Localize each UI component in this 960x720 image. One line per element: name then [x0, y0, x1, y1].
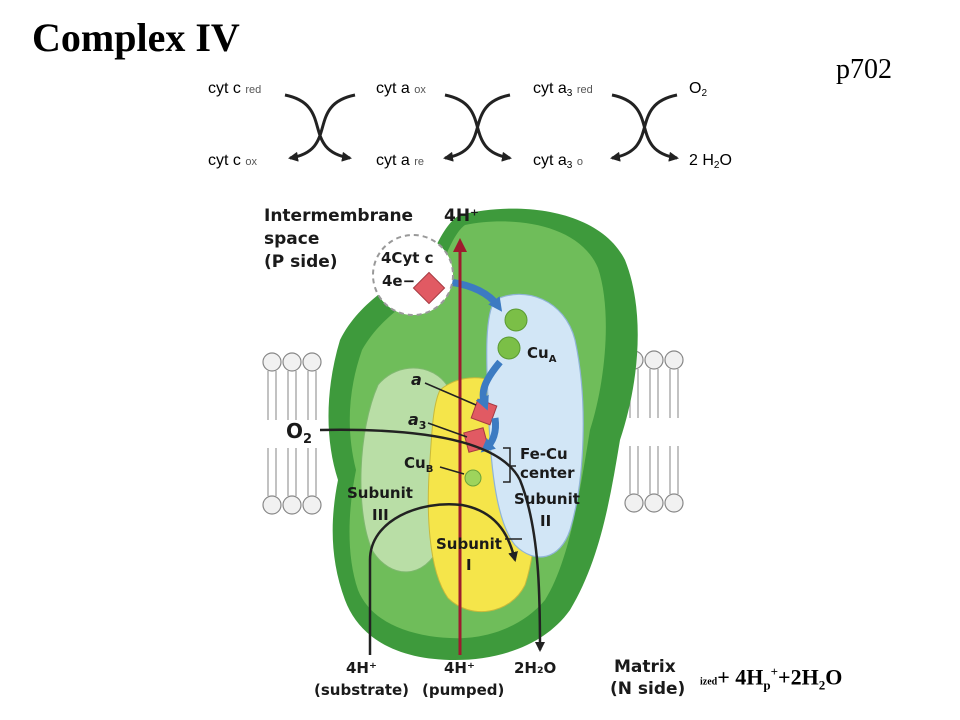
equation-fragment: ized	[700, 676, 718, 688]
cycle-top-1: cyt c red	[208, 80, 261, 98]
o2-path-arrow	[319, 428, 545, 652]
equation-part-1: + 4H	[717, 664, 764, 690]
cycle-top-3-base: cyt a	[533, 80, 567, 97]
electron-flow-arrow-mid	[475, 359, 503, 411]
cycle-bottom-2-state: re	[414, 156, 425, 168]
page-reference: p702	[836, 54, 892, 85]
cycle-top-3-sub: 3	[566, 88, 573, 99]
redox-cycle-arrows	[284, 93, 679, 162]
heme-a-label: a	[411, 370, 422, 389]
cycle-top-3-state: red	[576, 84, 593, 96]
subunit3-label-2: III	[372, 506, 389, 524]
heme-a3-label: a3	[408, 410, 426, 432]
cycle-top-4-base: O	[689, 80, 702, 97]
cycle-top-1-base: cyt c	[208, 80, 241, 97]
cycle-arrow-1b	[288, 93, 356, 162]
cytc-square	[412, 271, 446, 305]
cytc-label: 4Cyt c	[381, 249, 434, 267]
cu-a-subscript: A	[549, 354, 557, 365]
subunit-ii-shape	[486, 293, 584, 558]
subunit3-label-1: Subunit	[347, 484, 413, 502]
electrons-label: 4e−	[382, 272, 415, 290]
cycle-top-2-base: cyt a	[376, 80, 410, 97]
leader-lines	[424, 382, 522, 540]
cycle-bottom-2-base: cyt a	[376, 152, 410, 169]
heme-a3-subscript: 3	[419, 419, 427, 432]
subunit2-label-2: II	[540, 512, 551, 530]
cycle-bottom-4-base: 2 H	[689, 152, 714, 169]
cu-a-label: CuA	[527, 344, 557, 365]
fecu-label-1: Fe-Cu	[520, 445, 568, 463]
cycle-bottom-4-state: O	[719, 152, 732, 169]
cycle-bottom-1: cyt c ox	[208, 152, 257, 170]
substrate-proton-path	[368, 503, 518, 655]
matrix-label-1: Matrix	[614, 657, 676, 677]
bottom-label-pumped-note: (pumped)	[422, 681, 504, 699]
subunit1-label-2: I	[466, 556, 472, 574]
cu-a-sphere-1	[504, 308, 528, 332]
cycle-bottom-3-base: cyt a	[533, 152, 567, 169]
matrix-label-2: (N side)	[610, 679, 685, 699]
cycle-bottom-1-base: cyt c	[208, 152, 241, 169]
heme-a3-square	[463, 427, 489, 453]
o2-label: O2	[286, 419, 312, 447]
electron-flow-arrow-top	[449, 278, 503, 312]
cu-b-sphere	[464, 469, 482, 487]
intermembrane-label-3: (P side)	[264, 252, 338, 272]
cycle-bottom-2: cyt a re	[376, 152, 424, 170]
membrane-left	[262, 352, 322, 515]
subunit2-label-1: Subunit	[514, 490, 580, 508]
cycle-bottom-1-state: ox	[245, 156, 257, 168]
o2-subscript: 2	[303, 432, 312, 447]
cu-b-subscript: B	[426, 464, 434, 475]
cycle-arrow-2b	[444, 93, 512, 162]
cycle-top-2: cyt a ox	[376, 80, 426, 98]
equation-part-2: +2H	[778, 664, 819, 690]
cycle-top-4: O2	[689, 80, 707, 99]
subunit1-label-1: Subunit	[436, 535, 502, 553]
intermembrane-label-1: Intermembrane	[264, 206, 413, 226]
equation-part-3: O	[825, 664, 843, 690]
equation-sub-p: p	[763, 677, 771, 693]
cycle-bottom-3-state: o	[576, 156, 583, 168]
slide-title: Complex IV	[32, 15, 240, 60]
cycle-top-4-sub: 2	[701, 88, 708, 99]
cu-b-text: Cu	[404, 454, 426, 472]
fecu-label-2: center	[520, 464, 575, 482]
equation-sup-plus: +	[770, 664, 779, 679]
heme-a3-text: a	[408, 410, 419, 429]
cycle-bottom-4-sub: 2	[713, 160, 720, 171]
cu-a-sphere-2	[497, 336, 521, 360]
cycle-top-2-state: ox	[414, 84, 426, 96]
cycle-bottom-3: cyt a3 o	[533, 152, 583, 171]
cycle-arrow-3b	[610, 93, 678, 162]
bottom-label-water: 2H₂O	[514, 659, 556, 677]
cycle-top-1-state: red	[245, 84, 262, 96]
cu-b-label: CuB	[404, 454, 433, 475]
cycle-top-3: cyt a3 red	[533, 80, 593, 99]
electron-flow-arrow-low	[480, 417, 499, 453]
cu-a-centers	[497, 308, 528, 360]
cycle-bottom-3-sub: 3	[566, 160, 573, 171]
proton-top-label: 4H⁺	[444, 206, 479, 226]
bottom-label-pumped-main: 4H⁺	[444, 659, 475, 677]
cycle-bottom-4: 2 H2O	[689, 152, 732, 171]
o2-text: O	[286, 419, 303, 443]
bottom-label-substrate-main: 4H⁺	[346, 659, 377, 677]
equation-sub-2: 2	[818, 677, 826, 693]
cycle-arrow-1a	[284, 93, 352, 162]
cu-a-text: Cu	[527, 344, 549, 362]
reaction-equation: ized+ 4Hp++2H2O	[700, 664, 842, 694]
intermembrane-label-2: space	[264, 229, 319, 249]
bottom-label-substrate-note: (substrate)	[314, 681, 409, 699]
